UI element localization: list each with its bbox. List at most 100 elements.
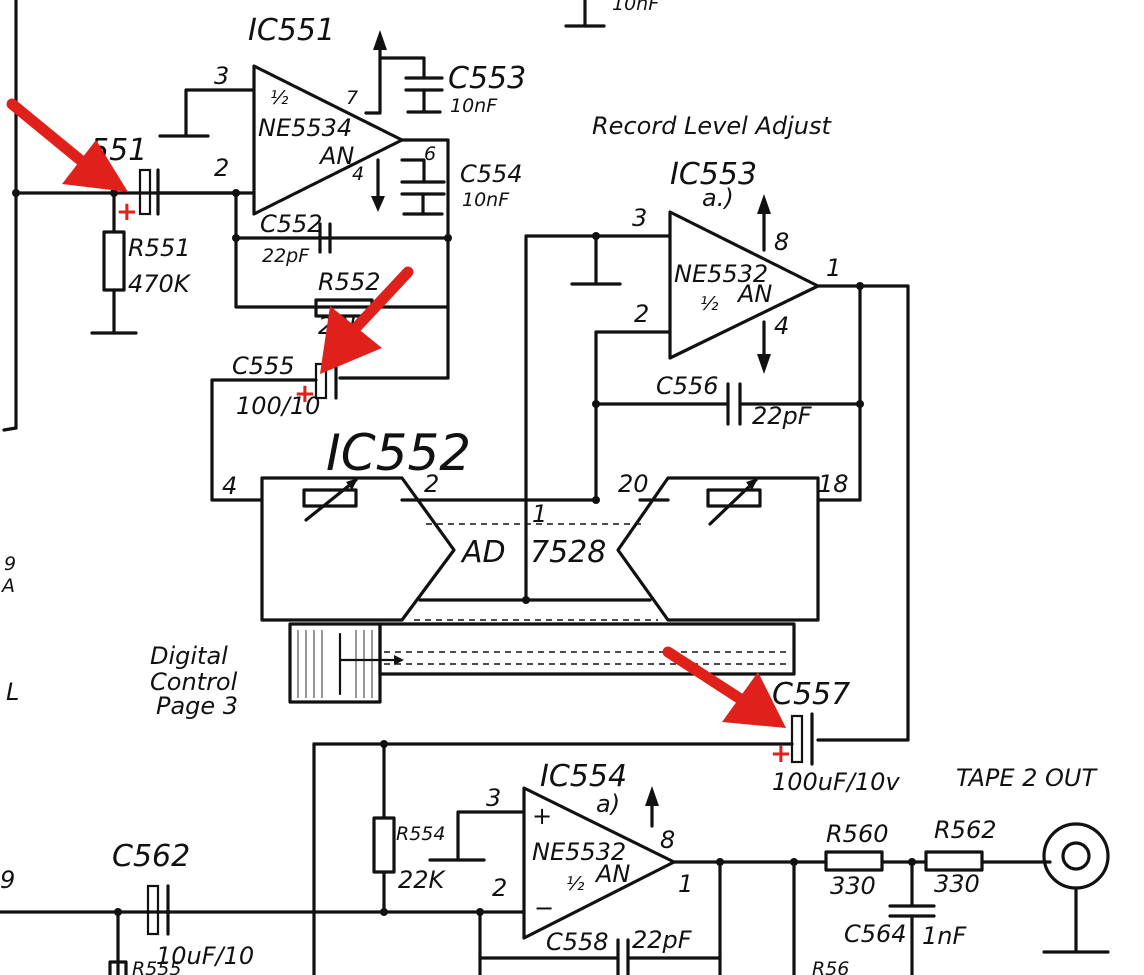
ic553-part: NE5532 — [674, 260, 768, 288]
svg-text:20: 20 — [618, 470, 649, 498]
ic554-opamp: IC554 a) NE5532 ½ AN + − 3 2 8 1 C558 22… — [0, 759, 828, 975]
ic552-dac: IC552 AD 7528 4 2 1 20 18 — [222, 236, 862, 622]
ic554-part: NE5532 — [532, 838, 626, 866]
svg-text:1: 1 — [826, 254, 841, 282]
capacitor-c555: C555 100/10 — [210, 352, 450, 502]
resistor-r554: R554 22K — [312, 742, 447, 975]
edge-label-4: 9 — [0, 866, 15, 894]
digital-control-bus: Digital Control Page 3 — [150, 622, 796, 720]
svg-text:2: 2 — [492, 874, 507, 902]
polarity-marker-c551: + — [6, 98, 138, 227]
svg-text:C553: C553 — [448, 61, 526, 96]
plus-mark-c555: + — [294, 379, 316, 409]
svg-text:½: ½ — [566, 873, 585, 895]
ic552-ref: IC552 — [326, 424, 471, 482]
svg-text:C557: C557 — [772, 677, 850, 712]
resistor-r551: R551 470K — [90, 191, 192, 335]
capacitor-c557: C557 100uF/10v — [312, 677, 900, 796]
svg-text:R551: R551 — [128, 234, 190, 262]
svg-text:22pF: 22pF — [632, 926, 693, 954]
output-network: R560 330 R562 330 C564 1nF R56 — [812, 816, 1052, 975]
svg-text:2: 2 — [214, 154, 229, 182]
svg-text:AD: AD — [460, 535, 506, 570]
svg-text:R560: R560 — [826, 820, 888, 848]
svg-text:22K: 22K — [398, 866, 447, 894]
svg-text:1: 1 — [678, 870, 693, 898]
polarity-marker-c557: + — [662, 646, 792, 769]
svg-text:AN: AN — [318, 142, 354, 170]
svg-text:AN: AN — [594, 860, 630, 888]
tape-2-out-jack: TAPE 2 OUT — [956, 764, 1110, 954]
capacitor-c554: C554 10nF — [400, 160, 523, 216]
svg-text:C558: C558 — [546, 928, 609, 956]
svg-text:Digital: Digital — [150, 642, 228, 670]
svg-text:330: 330 — [830, 872, 876, 900]
ic551-part: NE5534 — [258, 114, 352, 142]
svg-text:6: 6 — [424, 143, 436, 165]
svg-text:330: 330 — [934, 870, 980, 898]
svg-text:C552: C552 — [260, 210, 323, 238]
plus-mark-c557: + — [770, 739, 792, 769]
svg-text:R562: R562 — [934, 816, 996, 844]
polarity-marker-c555: + — [294, 266, 414, 409]
capacitor-c562: C562 10uF/10 R555 — [108, 839, 254, 975]
svg-text:2: 2 — [424, 470, 439, 498]
svg-text:4: 4 — [222, 472, 237, 500]
svg-text:−: − — [534, 894, 554, 922]
svg-text:Page 3: Page 3 — [156, 692, 238, 720]
svg-text:AN: AN — [736, 280, 772, 308]
svg-text:3: 3 — [632, 204, 647, 232]
edge-label-3: L — [6, 678, 19, 706]
svg-text:7528: 7528 — [530, 535, 606, 570]
left-edge-wiring: 9 A L 9 — [0, 0, 242, 894]
svg-text:a): a) — [596, 790, 620, 818]
svg-text:½: ½ — [700, 293, 719, 315]
svg-text:10nF: 10nF — [462, 189, 510, 211]
svg-text:10nF: 10nF — [612, 0, 660, 15]
ic551-opamp: IC551 ½ NE5534 AN 3 2 7 6 4 — [158, 13, 450, 380]
svg-text:22pF: 22pF — [752, 402, 813, 430]
svg-text:8: 8 — [660, 826, 675, 854]
svg-text:R56: R56 — [812, 958, 849, 975]
svg-text:22pF: 22pF — [262, 245, 310, 267]
svg-text:2: 2 — [634, 300, 649, 328]
capacitor-top-partial: 10nF — [564, 0, 660, 28]
tape-2-out-label: TAPE 2 OUT — [956, 764, 1098, 792]
svg-text:C555: C555 — [232, 352, 295, 380]
svg-text:7: 7 — [346, 87, 358, 109]
ic551-ref: IC551 — [248, 13, 335, 48]
svg-text:3: 3 — [214, 62, 229, 90]
capacitor-c553: C553 10nF — [404, 61, 526, 117]
svg-text:C554: C554 — [460, 160, 523, 188]
svg-text:18: 18 — [818, 470, 849, 498]
svg-text:+: + — [532, 802, 552, 830]
ic553-ref: IC553 — [670, 157, 757, 192]
svg-text:10nF: 10nF — [450, 95, 498, 117]
svg-text:10uF/10: 10uF/10 — [156, 942, 254, 970]
ic554-ref: IC554 — [540, 759, 627, 794]
svg-text:R552: R552 — [318, 268, 380, 296]
svg-text:C564: C564 — [844, 920, 907, 948]
svg-text:C556: C556 — [656, 372, 719, 400]
svg-text:Control: Control — [150, 668, 238, 696]
svg-text:1nF: 1nF — [922, 922, 967, 950]
svg-text:4: 4 — [774, 312, 789, 340]
plus-mark-c551: + — [116, 197, 138, 227]
svg-text:3: 3 — [486, 784, 501, 812]
edge-label-2: A — [0, 575, 15, 597]
svg-text:100uF/10v: 100uF/10v — [772, 768, 900, 796]
svg-text:C562: C562 — [112, 839, 190, 874]
junction-dots — [12, 189, 916, 916]
svg-text:R554: R554 — [396, 823, 445, 845]
record-level-label: Record Level Adjust — [592, 112, 832, 140]
svg-text:a.): a.) — [702, 184, 734, 212]
edge-label-1: 9 — [4, 553, 16, 575]
svg-text:1: 1 — [532, 500, 547, 528]
svg-text:100/10: 100/10 — [236, 392, 320, 420]
svg-text:½: ½ — [270, 87, 289, 109]
svg-text:4: 4 — [352, 163, 364, 185]
svg-text:470K: 470K — [128, 270, 192, 298]
svg-text:R555: R555 — [132, 958, 181, 975]
svg-text:8: 8 — [774, 228, 789, 256]
